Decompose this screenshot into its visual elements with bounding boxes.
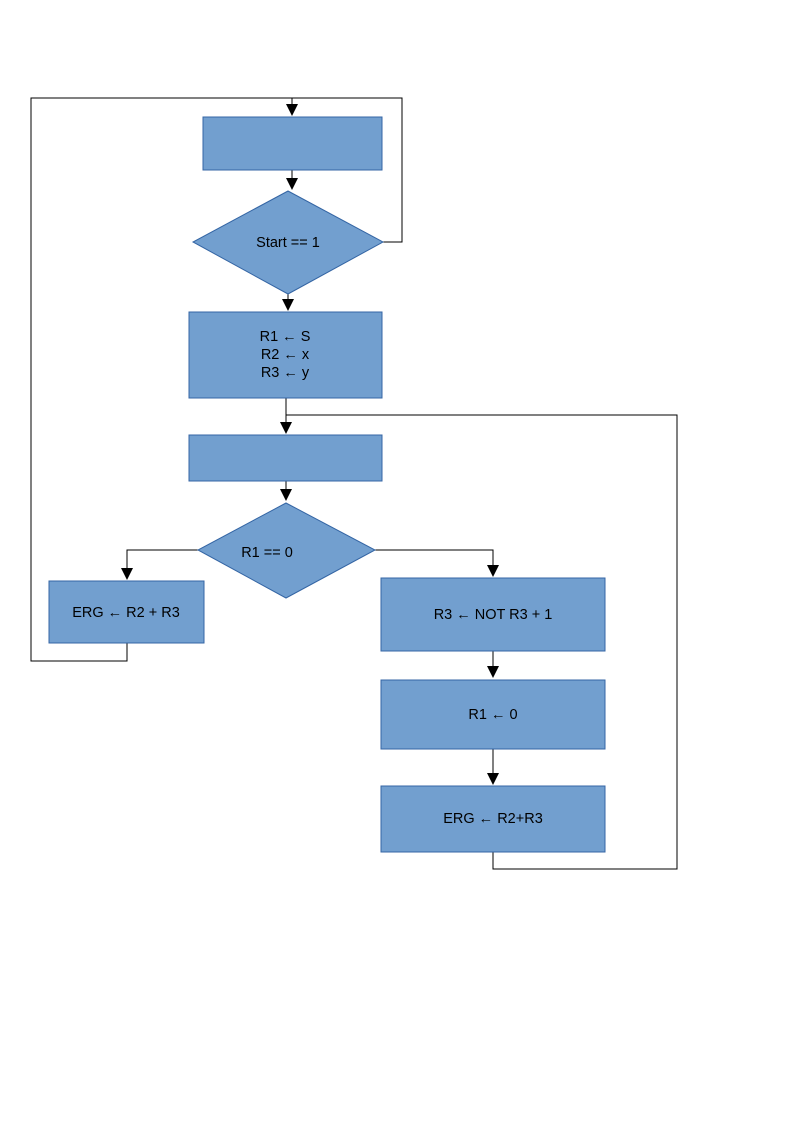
start-decision-diamond xyxy=(191,190,385,295)
edge-start-wait-loop xyxy=(291,97,403,243)
arrowhead xyxy=(121,568,133,580)
start-decision-label: Start == 1 xyxy=(256,235,320,251)
init-label-line-2: R2 ← x xyxy=(261,347,310,363)
arrowhead xyxy=(487,666,499,678)
init-process-box xyxy=(188,311,383,399)
arrowhead xyxy=(282,299,294,311)
reset-r1-label: R1 ← 0 xyxy=(468,707,517,723)
edge-sub-loop-back xyxy=(286,414,678,870)
nodes xyxy=(48,116,606,853)
arrowhead xyxy=(280,489,292,501)
reset-r1-process-box xyxy=(380,679,606,750)
edge-check-to-add xyxy=(126,549,198,570)
init-label-line-1: R1 ← S xyxy=(260,329,311,345)
add-process-box xyxy=(48,580,205,644)
add-label: ERG ← R2 + R3 xyxy=(72,605,180,621)
r1-zero-decision-diamond xyxy=(196,502,377,599)
arrowhead xyxy=(280,422,292,434)
loop-process-box xyxy=(188,434,383,482)
negate-process-box xyxy=(380,577,606,652)
node-labels: Start == 1 R1 ← S R2 ← x R3 ← y R1 == 0 … xyxy=(72,235,552,827)
arrowhead xyxy=(487,565,499,577)
negate-label: R3 ← NOT R3 + 1 xyxy=(434,607,553,623)
arrowhead xyxy=(286,104,298,116)
top-process-box xyxy=(202,116,383,171)
init-label-line-3: R3 ← y xyxy=(261,365,310,381)
sub-label: ERG ← R2+R3 xyxy=(443,811,543,827)
edge-check-to-negate xyxy=(375,549,494,567)
arrowhead xyxy=(487,773,499,785)
arrowhead xyxy=(286,178,298,190)
connectors xyxy=(30,97,678,870)
edge-add-return xyxy=(30,97,292,662)
sub-process-box xyxy=(380,785,606,853)
r1-zero-decision-label: R1 == 0 xyxy=(241,545,293,561)
